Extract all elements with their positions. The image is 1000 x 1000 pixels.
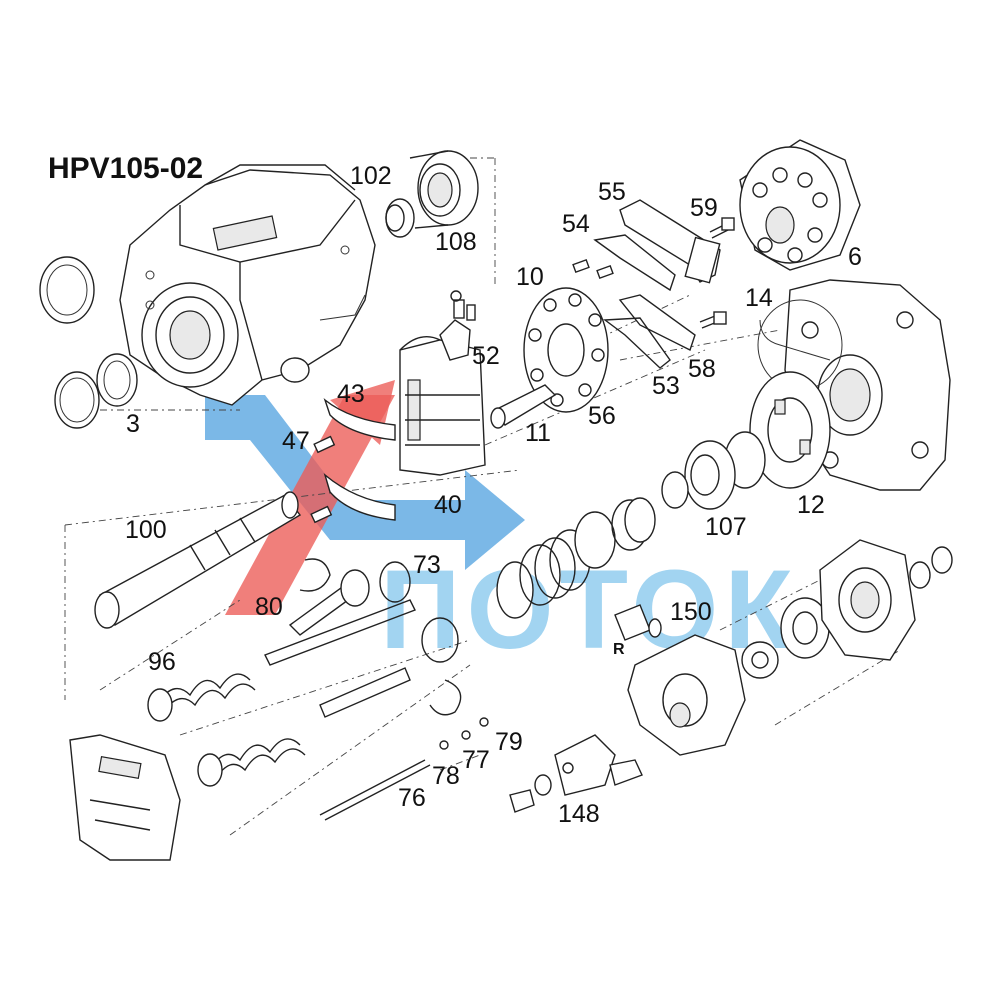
solenoid-148 [509,734,643,813]
shoe-plate-43 [323,397,396,441]
label-3: 3 [126,410,140,438]
pins-54 [572,258,614,280]
swash-bracket-53 [603,294,727,369]
label-52: 52 [472,342,500,370]
label-47: 47 [282,427,310,455]
label-108: 108 [435,228,477,256]
housing-fragment [69,734,181,861]
drive-shaft-100 [94,491,302,629]
label-100: 100 [125,516,167,544]
spring-lower [197,667,411,787]
label-78: 78 [432,762,460,790]
label-R: R [613,641,625,658]
piston-11 [490,384,557,429]
label-73: 73 [413,551,441,579]
watermark-logo: ПОТОК [205,380,793,672]
spring-assembly [496,497,656,619]
label-77: 77 [462,746,490,774]
label-11: 11 [525,419,551,447]
label-148: 148 [558,800,600,828]
rod-76 [319,759,431,821]
label-102: 102 [350,162,392,190]
label-58: 58 [688,355,716,383]
label-150: 150 [670,598,712,626]
flange-housing [819,539,953,661]
snap-ring-left [39,256,95,324]
label-79: 79 [495,728,523,756]
label-10: 10 [516,263,544,291]
label-40: 40 [434,491,462,519]
valve-plate-10 [523,287,609,413]
watermark-arrow-blue [205,395,525,570]
small-seals-77-79 [439,717,489,750]
label-55: 55 [598,178,626,206]
port-plate-12 [749,371,831,489]
watermark-arrow-red [225,395,395,615]
label-6: 6 [848,243,862,271]
bracket-52 [439,290,476,361]
label-107: 107 [705,513,747,541]
label-54: 54 [562,210,590,238]
screw-59 [709,217,735,239]
pin-47 [310,435,336,524]
label-80: 80 [255,593,283,621]
label-59: 59 [690,194,718,222]
bracket-55 [593,199,721,292]
label-56: 56 [588,402,616,430]
sleeve-102 [385,198,415,238]
swash-plate-40 [399,336,486,476]
label-14: 14 [745,284,773,312]
bearing-107 [661,431,766,510]
labels: HPV105-02 102 108 55 54 59 6 10 14 52 43… [48,152,862,828]
diagram-title: HPV105-02 [48,152,203,185]
control-piston-73 [288,561,459,663]
label-53: 53 [652,372,680,400]
spring-96 [147,599,416,722]
snap-ring-center [299,558,462,716]
label-43: 43 [337,380,365,408]
pump-housing [119,164,376,406]
cylinder-block-6 [739,139,861,271]
bearing-108 [409,150,479,229]
label-76: 76 [398,784,426,812]
gear-pump-body [627,634,746,756]
regulator-150 [614,604,662,641]
lower-shoe [323,472,396,521]
label-12: 12 [797,491,825,519]
label-96: 96 [148,648,176,676]
seal-ring-3 [54,353,138,429]
